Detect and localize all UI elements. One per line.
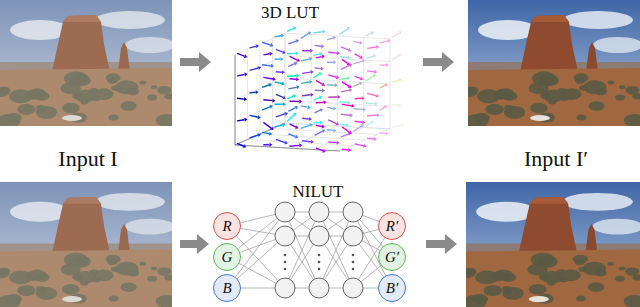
landscape-photo (0, 0, 177, 128)
channel-label: R′ (386, 219, 398, 234)
network-links (227, 202, 392, 298)
lut-cube (235, 27, 404, 153)
channel-node: G (213, 243, 241, 271)
flow-arrows (180, 52, 457, 254)
channel-node: G′ (378, 243, 406, 271)
landscape-photo (461, 0, 640, 128)
channel-label: B′ (386, 281, 398, 296)
input-label: Input I (58, 147, 117, 171)
lut-title: 3D LUT (261, 4, 319, 23)
channel-label: G′ (385, 250, 399, 265)
landscape-photo (459, 182, 640, 307)
channel-label: B (222, 281, 231, 296)
output-label: Input I′ (524, 147, 588, 171)
channel-label: R (222, 219, 231, 234)
channel-node: R (213, 212, 241, 240)
landscape-photo (0, 182, 177, 307)
channel-node: B′ (378, 274, 406, 302)
channel-node: R′ (378, 212, 406, 240)
channel-label: G (222, 250, 233, 265)
nilut-title: NILUT (293, 183, 344, 202)
channel-node: B (213, 274, 241, 302)
